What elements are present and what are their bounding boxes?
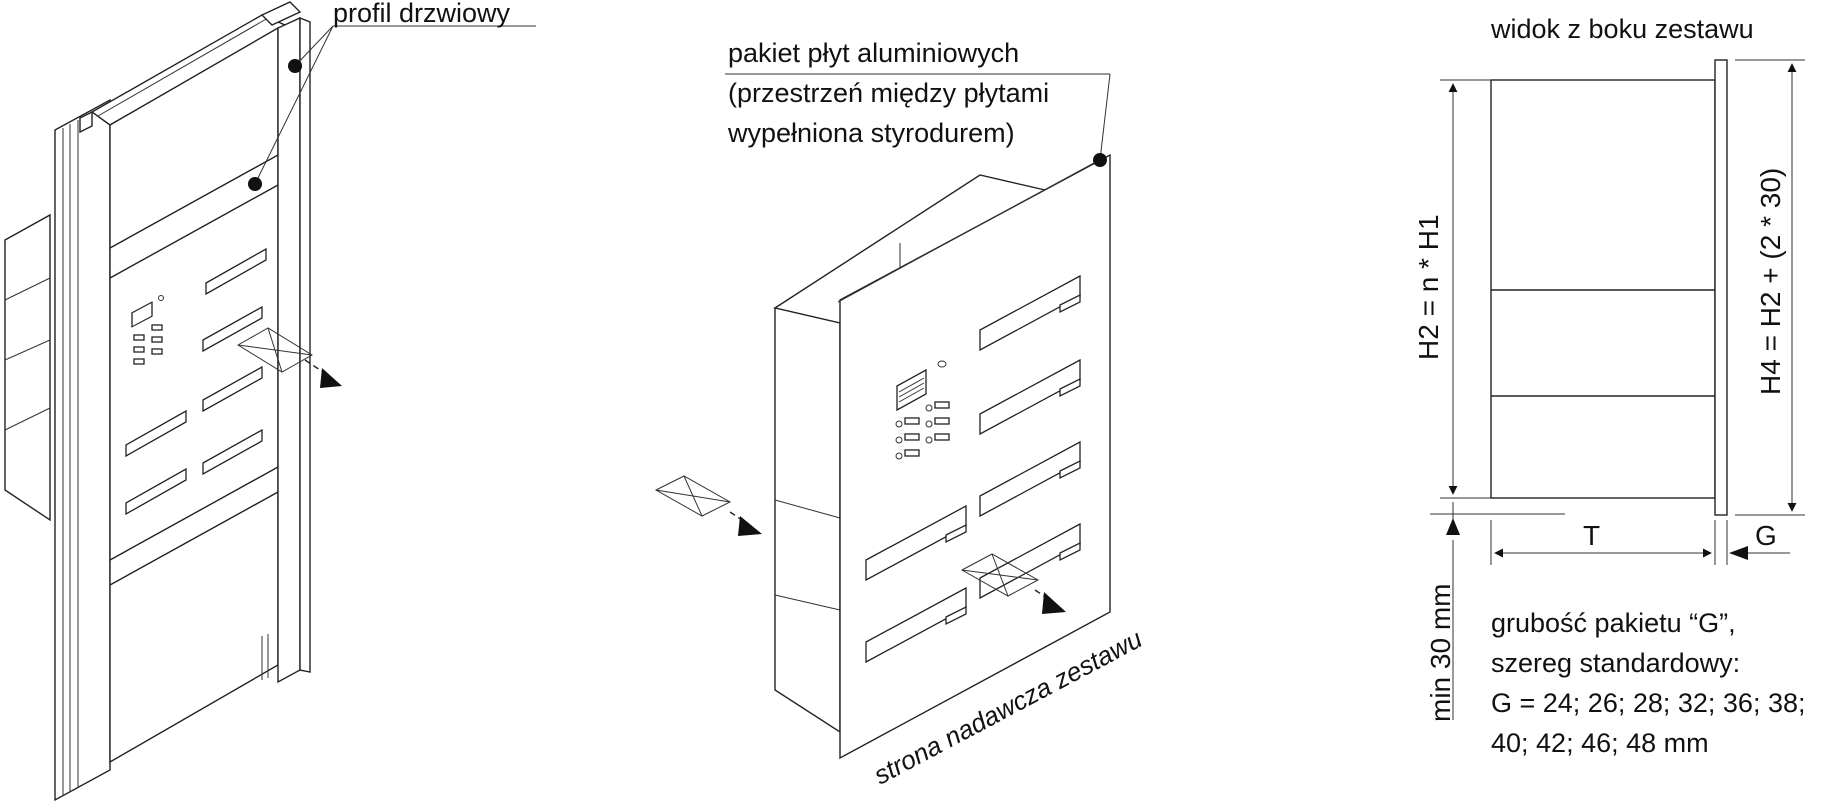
letter-slots-left bbox=[125, 247, 267, 516]
label-panel-line2: (przestrzeń między płytami bbox=[728, 78, 1049, 108]
label-panel-line1: pakiet płyt aluminiowych bbox=[728, 38, 1019, 68]
dimension-h4: H4 = H2 + (2 * 30) bbox=[1735, 59, 1805, 516]
door-installation-view: profil drzwiowy bbox=[4, 0, 536, 802]
label-door-profile: profil drzwiowy bbox=[333, 0, 511, 28]
door-profile-left bbox=[54, 98, 111, 802]
intercom-middle bbox=[895, 360, 950, 460]
panel-package-view: pakiet płyt aluminiowych (przestrzeń mię… bbox=[654, 38, 1147, 790]
callout-aluminium-package: pakiet płyt aluminiowych (przestrzeń mię… bbox=[725, 38, 1111, 167]
letter-envelope-left bbox=[237, 327, 342, 388]
label-panel-line3: wypełniona styrodurem) bbox=[727, 118, 1015, 148]
letter-envelope-middle-left bbox=[654, 475, 762, 536]
label-t: T bbox=[1583, 520, 1600, 551]
thickness-note: grubość pakietu “G”, szereg standardowy:… bbox=[1491, 608, 1805, 758]
label-side-view: widok z boku zestawu bbox=[1490, 14, 1754, 44]
dimension-h2: H2 = n * H1 bbox=[1413, 79, 1491, 499]
intercom-buttons-middle bbox=[895, 401, 950, 460]
note-line1: grubość pakietu “G”, bbox=[1491, 608, 1736, 638]
intercom-left bbox=[131, 295, 164, 365]
dimension-g: G bbox=[1726, 520, 1790, 565]
label-g: G bbox=[1755, 520, 1777, 551]
callout-door-profile: profil drzwiowy bbox=[248, 0, 536, 191]
label-h4: H4 = H2 + (2 * 30) bbox=[1755, 168, 1786, 395]
dimension-min30: min 30 mm bbox=[1425, 502, 1565, 722]
mailbox-housing-left bbox=[4, 213, 51, 522]
side-view-plate bbox=[1714, 59, 1728, 516]
dimension-t: T bbox=[1490, 520, 1716, 565]
letter-slots-middle bbox=[865, 274, 1081, 664]
door-panel bbox=[109, 26, 279, 764]
door-profile-right bbox=[260, 1, 311, 684]
label-min30: min 30 mm bbox=[1425, 584, 1456, 722]
mailbox-housing-middle bbox=[773, 174, 1047, 734]
side-view-body bbox=[1490, 59, 1728, 516]
note-line3: G = 24; 26; 28; 32; 36; 38; bbox=[1491, 688, 1805, 718]
label-h2: H2 = n * H1 bbox=[1413, 214, 1444, 360]
note-line4: 40; 42; 46; 48 mm bbox=[1491, 728, 1709, 758]
letter-envelope-middle-right bbox=[960, 553, 1066, 614]
intercom-buttons bbox=[133, 324, 163, 365]
note-line2: szereg standardowy: bbox=[1491, 648, 1740, 678]
side-view: widok z boku zestawu H2 = n * H1 H4 = H2… bbox=[1413, 14, 1805, 758]
